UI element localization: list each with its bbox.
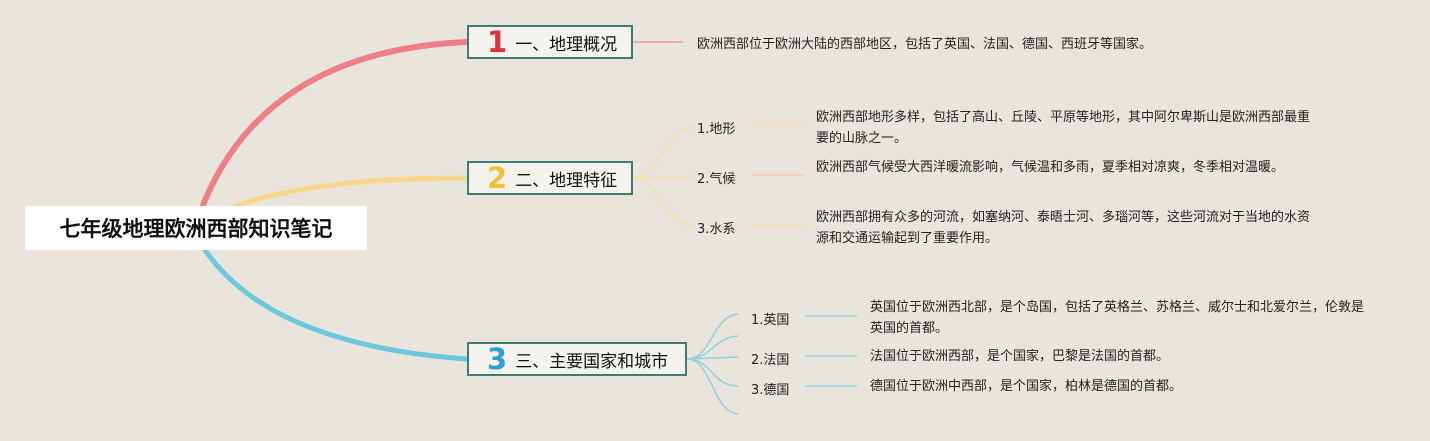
subtopic-france[interactable]: 2.法国 [751, 353, 790, 368]
branch-2-sub-3-connector [631, 177, 697, 227]
branch-3-topic[interactable]: 3 三、主要国家和城市 [467, 342, 687, 376]
branch-1-number: 1 [487, 24, 508, 59]
root-title: 七年级地理欧洲西部知识笔记 [59, 217, 333, 241]
leaf-uk-text: 英国位于欧洲西北部，是个岛国，包括了英格兰、苏格兰、威尔士和北爱尔兰，伦敦是英国… [870, 300, 1365, 336]
branch-2-sub-1-connector [631, 126, 697, 179]
branch-1-label: 一、地理概况 [515, 34, 618, 55]
branch-2-topic[interactable]: 2 二、地理特征 [467, 161, 633, 195]
subtopic-uk[interactable]: 1.英国 [751, 313, 790, 328]
branch-2-number: 2 [487, 160, 508, 195]
branch-3-sub-lower-connector [686, 358, 739, 415]
leaf-terrain-text: 欧洲西部地形多样，包括了高山、丘陵、平原等地形，其中阿尔卑斯山是欧洲西部最重要的… [816, 110, 1311, 146]
branch-3-sub-1-connector [686, 313, 739, 360]
subtopic-climate[interactable]: 2.气候 [697, 172, 736, 187]
leaf-germany-text: 德国位于欧洲中西部，是个国家，柏林是德国的首都。 [870, 379, 1183, 394]
branch-3-sub-upper-connector [686, 335, 739, 360]
branch-1-connector [197, 39, 470, 216]
branch-1-topic[interactable]: 1 一、地理概况 [467, 25, 633, 59]
subtopic-water-system[interactable]: 3.水系 [697, 222, 736, 237]
leaf-france-text: 法国位于欧洲西部，是个国家，巴黎是法国的首都。 [870, 349, 1170, 364]
branch-2-connector [232, 175, 470, 209]
branch-2-sub-2-connector [631, 175, 697, 179]
leaf-climate-text: 欧洲西部气候受大西洋暖流影响，气候温和多雨，夏季相对凉爽，冬季相对温暖。 [816, 160, 1285, 175]
branch-2-label: 二、地理特征 [515, 170, 618, 191]
branch-3-sub-2-connector [686, 356, 739, 360]
leaf-water-text: 欧洲西部拥有众多的河流，如塞纳河、泰晤士河、多瑙河等，这些河流对于当地的水资源和… [816, 210, 1311, 246]
branch-3-label: 三、主要国家和城市 [515, 351, 669, 372]
branch-3-connector [202, 247, 470, 362]
branch-1-description: 欧洲西部位于欧洲大陆的西部地区，包括了英国、法国、德国、西班牙等国家。 [697, 37, 1153, 52]
branch-3-number: 3 [487, 341, 508, 376]
subtopic-germany[interactable]: 3.德国 [751, 383, 790, 398]
branch-3-sub-3-connector [686, 358, 739, 387]
root-topic[interactable]: 七年级地理欧洲西部知识笔记 [25, 206, 367, 250]
subtopic-terrain[interactable]: 1.地形 [697, 122, 736, 137]
